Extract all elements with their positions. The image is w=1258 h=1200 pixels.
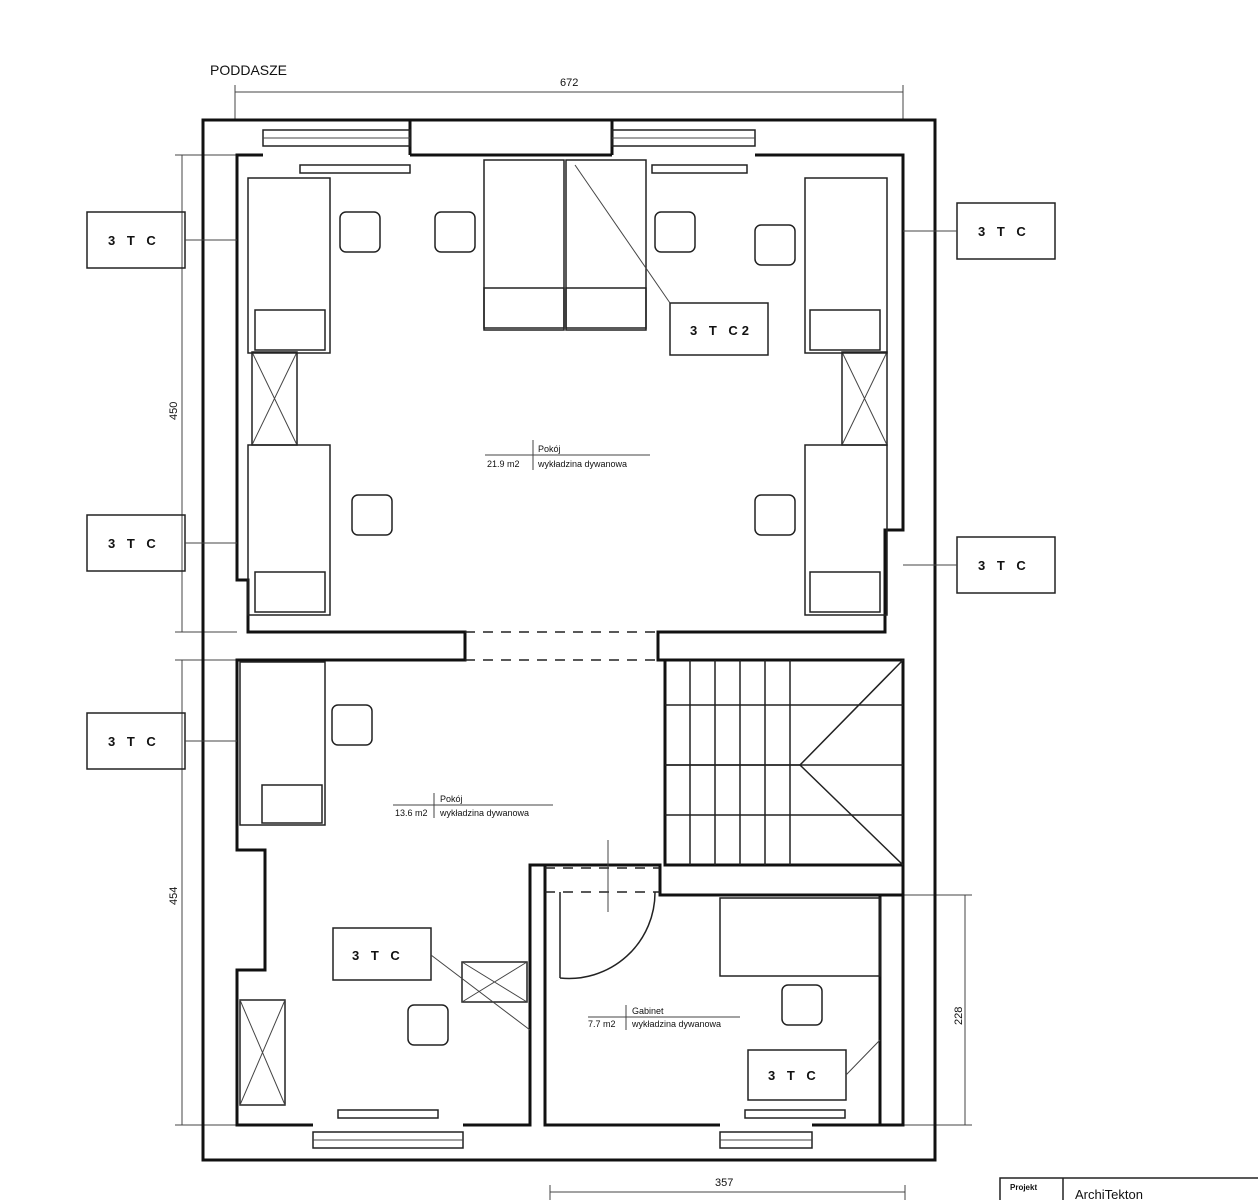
- svg-text:3 T C: 3 T C: [768, 1068, 820, 1083]
- svg-text:3 T C: 3 T C: [978, 224, 1030, 239]
- svg-text:Projekt: Projekt: [1010, 1183, 1037, 1192]
- room-label-pokoj-1: Pokój 21.9 m2 wykładzina dywanowa: [485, 440, 650, 470]
- svg-text:wykładzina dywanowa: wykładzina dywanowa: [631, 1019, 721, 1029]
- svg-text:3 T C: 3 T C: [108, 734, 160, 749]
- outlet-box: 3 T C2: [574, 164, 769, 356]
- doors: [465, 631, 660, 980]
- outlet-box: 3 T C: [86, 514, 237, 572]
- svg-text:228: 228: [953, 1007, 965, 1025]
- svg-text:Pokój: Pokój: [440, 794, 463, 804]
- outlet-box: 3 T C: [903, 202, 1056, 260]
- svg-text:21.9 m2: 21.9 m2: [487, 459, 520, 469]
- svg-text:450: 450: [168, 402, 180, 420]
- svg-text:3 T C: 3 T C: [108, 536, 160, 551]
- svg-text:wykładzina dywanowa: wykładzina dywanowa: [537, 459, 627, 469]
- furniture: [239, 159, 888, 1119]
- outlet-box: 3 T C: [86, 211, 237, 269]
- svg-text:3 T C: 3 T C: [108, 233, 160, 248]
- svg-text:wykładzina dywanowa: wykładzina dywanowa: [439, 808, 529, 818]
- windows: [262, 129, 813, 1149]
- staircase: [665, 659, 904, 866]
- svg-text:Pokój: Pokój: [538, 444, 561, 454]
- svg-text:454: 454: [168, 887, 180, 905]
- svg-text:3 T C: 3 T C: [978, 558, 1030, 573]
- outlet-box: 3 T C: [86, 712, 237, 770]
- svg-text:3 T C2: 3 T C2: [690, 323, 753, 338]
- dimension-right: 228: [880, 894, 972, 1126]
- title-block: Projekt ArchiTekton: [999, 1177, 1258, 1200]
- room-label-pokoj-2: Pokój 13.6 m2 wykładzina dywanowa: [393, 793, 553, 818]
- svg-text:357: 357: [715, 1177, 733, 1189]
- svg-text:13.6 m2: 13.6 m2: [395, 808, 428, 818]
- room-label-gabinet: Gabinet 7.7 m2 wykładzina dywanowa: [588, 1005, 740, 1030]
- outlet-box: 3 T C: [903, 536, 1056, 594]
- outlet-box: 3 T C: [747, 1039, 881, 1101]
- svg-text:672: 672: [560, 77, 578, 89]
- svg-text:7.7 m2: 7.7 m2: [588, 1019, 616, 1029]
- svg-text:Gabinet: Gabinet: [632, 1006, 664, 1016]
- plan-title: PODDASZE: [210, 62, 287, 78]
- svg-text:ArchiTekton: ArchiTekton: [1075, 1187, 1143, 1200]
- dimension-left-upper: 450: [168, 154, 237, 633]
- svg-text:3 T C: 3 T C: [352, 948, 404, 963]
- outlet-box: 3 T C: [332, 927, 531, 1031]
- walls: [201, 118, 937, 1162]
- dimension-top: 672: [234, 77, 904, 120]
- dimension-left-lower: 454: [168, 659, 237, 1126]
- dimension-bottom: 357: [549, 1177, 906, 1200]
